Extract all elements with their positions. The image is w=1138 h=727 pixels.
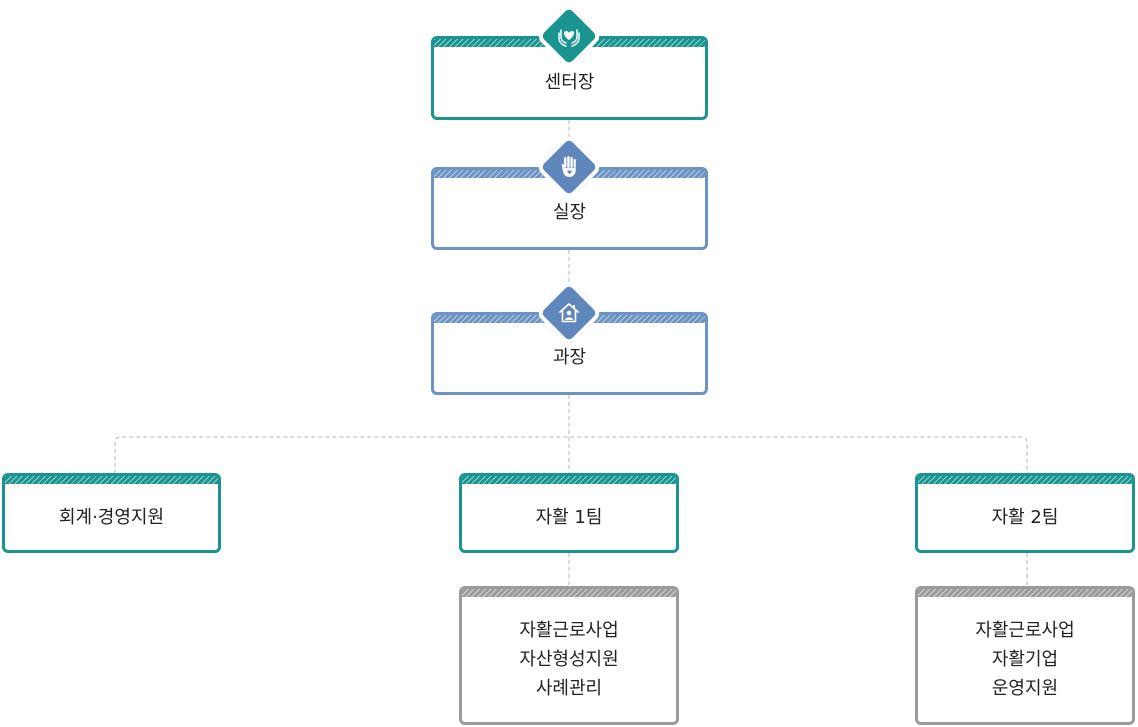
hands-heart-icon [540, 7, 598, 65]
node-accounting-label: 회계·경영지원 [58, 506, 165, 528]
hand-heart-icon [540, 138, 598, 196]
duty-item: 사례관리 [535, 678, 603, 699]
duty-item: 자활근로사업 [519, 620, 619, 641]
duty-item: 자활기업 [991, 649, 1059, 670]
house-person-icon [540, 284, 598, 342]
node-director-label: 센터장 [544, 71, 595, 93]
node-team2: 자활 2팀 [915, 473, 1135, 553]
node-team1-duties: 자활근로사업 자산형성지원 사례관리 [459, 586, 679, 725]
node-manager-label: 과장 [552, 347, 587, 368]
node-chief-label: 실장 [552, 202, 587, 223]
duty-item: 자활근로사업 [975, 620, 1075, 641]
node-team2-label: 자활 2팀 [991, 506, 1059, 528]
node-accounting: 회계·경영지원 [2, 473, 221, 553]
duty-item: 운영지원 [991, 678, 1059, 699]
connector-branch-bar [114, 436, 1028, 474]
duty-item: 자산형성지원 [519, 649, 619, 670]
node-team1: 자활 1팀 [459, 473, 679, 553]
node-team2-duties: 자활근로사업 자활기업 운영지원 [915, 586, 1135, 725]
node-team1-label: 자활 1팀 [535, 506, 603, 528]
